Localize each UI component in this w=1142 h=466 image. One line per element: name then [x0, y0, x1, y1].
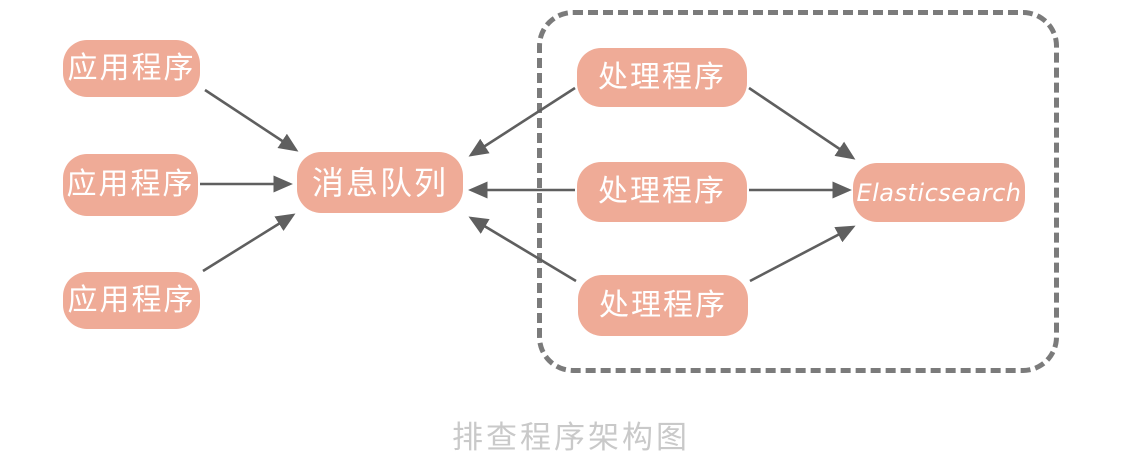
node-processor-1: 处理程序: [577, 48, 747, 107]
node-application-1: 应用程序: [63, 40, 200, 97]
node-elasticsearch: Elasticsearch: [853, 163, 1025, 222]
processor-group-border: [537, 10, 1059, 373]
node-application-2: 应用程序: [63, 154, 198, 216]
node-message-queue: 消息队列: [297, 152, 463, 213]
edge-app3-to-mq: [202, 213, 296, 273]
node-processor-2: 处理程序: [577, 162, 747, 222]
diagram-caption: 排查程序架构图: [452, 420, 690, 456]
edge-app1-to-mq: [204, 88, 299, 152]
node-processor-3: 处理程序: [578, 275, 748, 336]
node-application-3: 应用程序: [63, 272, 200, 329]
